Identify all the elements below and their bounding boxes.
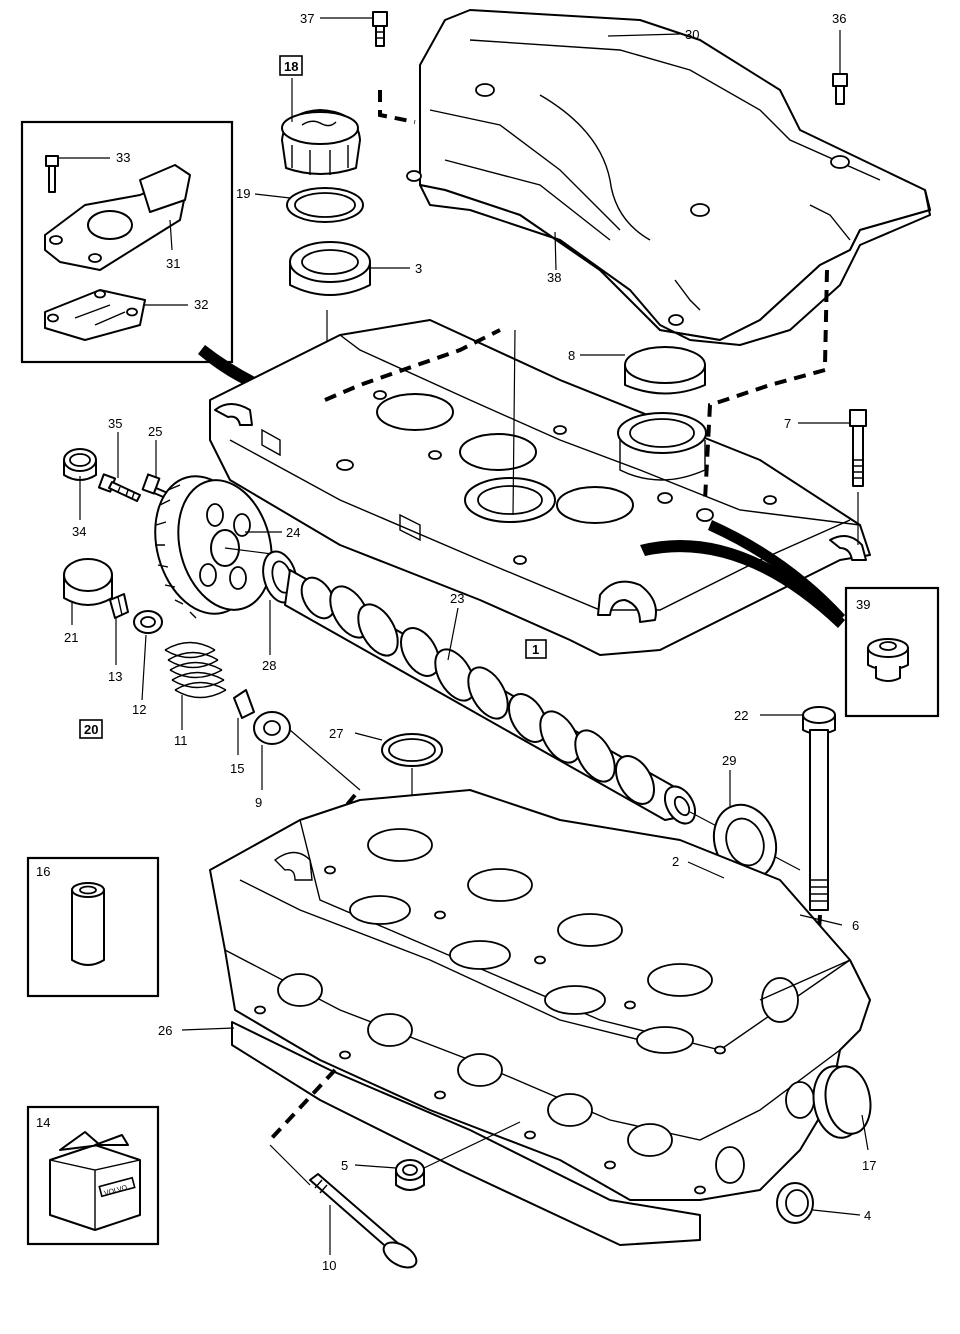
spring-seat-9 xyxy=(253,711,291,745)
label-28: 28 xyxy=(262,658,276,673)
engine-cover xyxy=(406,9,931,346)
label-19: 19 xyxy=(236,186,250,201)
bolt-7 xyxy=(849,409,867,487)
label-26: 26 xyxy=(158,1023,172,1038)
plug-17 xyxy=(812,1065,872,1139)
bolt-35 xyxy=(97,473,141,502)
seal-3 xyxy=(289,241,371,296)
label-3: 3 xyxy=(415,261,422,276)
assembly-line-valve-10 xyxy=(268,1068,337,1142)
collet-13 xyxy=(109,593,129,619)
label-box-18 xyxy=(279,55,303,76)
inset-frame-39 xyxy=(844,586,940,718)
label-8: 8 xyxy=(568,348,575,363)
assembly-line-carrier-3 xyxy=(703,368,826,501)
pointer-arrow-39a xyxy=(640,540,845,628)
label-7: 7 xyxy=(784,416,791,431)
assembly-line-cover-left xyxy=(378,90,416,124)
camshaft-sprocket xyxy=(154,475,273,619)
assembly-line-valve xyxy=(289,729,361,791)
label-36: 36 xyxy=(832,11,846,26)
label-4: 4 xyxy=(864,1208,871,1223)
o-ring-27 xyxy=(381,733,443,767)
valve-stem-seal-15 xyxy=(233,689,255,719)
label-29: 29 xyxy=(722,753,736,768)
part-labels: 37 30 36 18 19 3 33 31 32 38 8 7 35 25 3… xyxy=(36,11,876,1273)
seal-5 xyxy=(395,1159,425,1191)
cylinder-head xyxy=(209,789,871,1201)
label-27: 27 xyxy=(329,726,343,741)
label-24: 24 xyxy=(286,525,300,540)
camshaft xyxy=(284,569,697,825)
label-13: 13 xyxy=(108,669,122,684)
label-18: 18 xyxy=(284,59,298,74)
label-30: 30 xyxy=(685,27,699,42)
label-33: 33 xyxy=(116,150,130,165)
label-37: 37 xyxy=(300,11,314,26)
bolt-22 xyxy=(802,706,836,911)
label-35: 35 xyxy=(108,416,122,431)
label-32: 32 xyxy=(194,297,208,312)
label-31: 31 xyxy=(166,256,180,271)
label-34: 34 xyxy=(72,524,86,539)
assembly-line-valve-10b xyxy=(269,1144,311,1186)
label-25: 25 xyxy=(148,424,162,439)
label-12: 12 xyxy=(132,702,146,717)
label-5: 5 xyxy=(341,1158,348,1173)
label-box-1 xyxy=(525,639,547,659)
label-17: 17 xyxy=(862,1158,876,1173)
label-14: 14 xyxy=(36,1115,50,1130)
plug-8 xyxy=(624,346,706,395)
label-20: 20 xyxy=(84,722,98,737)
seal-4 xyxy=(776,1182,814,1224)
label-11: 11 xyxy=(174,733,188,748)
valve-10 xyxy=(309,1173,418,1269)
label-15: 15 xyxy=(230,761,244,776)
label-6: 6 xyxy=(852,918,859,933)
plug-34 xyxy=(63,448,97,481)
bolt-36 xyxy=(832,73,848,105)
label-38: 38 xyxy=(547,270,561,285)
label-box-20 xyxy=(79,719,103,739)
gasket-26 xyxy=(231,1021,701,1246)
seal-ring-19 xyxy=(286,187,364,223)
label-9: 9 xyxy=(255,795,262,810)
valve-spring-11 xyxy=(164,641,227,699)
leader-lines xyxy=(58,17,869,1255)
inset-frame-16 xyxy=(26,856,160,998)
pointer-arrow-39b xyxy=(708,520,845,622)
label-1: 1 xyxy=(532,642,539,657)
label-23: 23 xyxy=(450,591,464,606)
spring-retainer-12 xyxy=(133,610,163,634)
assembly-line-seal-5 xyxy=(423,1121,521,1169)
label-21: 21 xyxy=(64,630,78,645)
inset-frame-14: VOLVO xyxy=(26,1105,160,1246)
label-10: 10 xyxy=(322,1258,336,1273)
assembly-line-carrier-1 xyxy=(324,328,501,402)
oil-filler-cap xyxy=(281,109,361,175)
bolt-37 xyxy=(372,11,388,47)
label-22: 22 xyxy=(734,708,748,723)
label-39: 39 xyxy=(856,597,870,612)
tappet-21 xyxy=(63,558,113,606)
assembly-line-cover-right xyxy=(823,269,829,366)
assembly-line-carrier-2 xyxy=(512,329,516,516)
inset-frame-31-33 xyxy=(20,120,234,364)
label-2: 2 xyxy=(672,854,679,869)
label-16: 16 xyxy=(36,864,50,879)
